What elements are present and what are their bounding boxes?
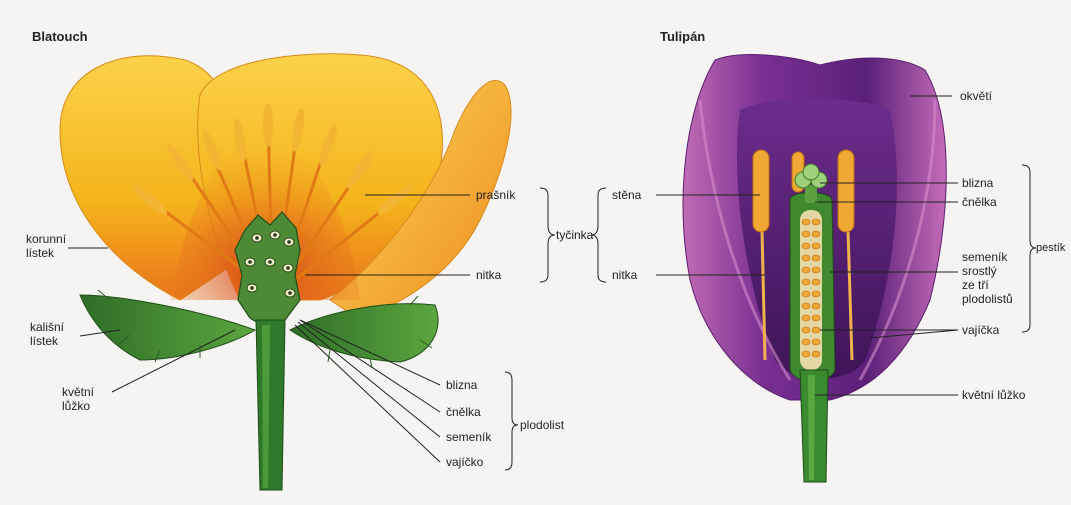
label-semenik-left: semeník (446, 430, 491, 444)
label-pestik: pestík (1036, 242, 1065, 255)
label-okveti: okvětí (960, 89, 992, 103)
label-cnelka-right: čnělka (962, 195, 997, 209)
label-plodolist: plodolist (520, 418, 564, 432)
tulipan-flower (683, 55, 946, 482)
label-blizna-right: blizna (962, 176, 993, 190)
label-nitka-right: nitka (612, 268, 637, 282)
title-tulipan: Tulipán (660, 30, 705, 44)
label-blizna-left: blizna (446, 378, 477, 392)
label-vajicko: vajíčko (446, 455, 483, 469)
sepal-right (290, 304, 438, 362)
label-kvetni-luzko-right: květní lůžko (962, 388, 1025, 402)
blatouch-flower (60, 54, 511, 490)
label-kvetni-luzko-left: květní lůžko (62, 385, 94, 413)
label-korunni-listek: korunní lístek (26, 232, 66, 260)
label-cnelka-left: čnělka (446, 405, 481, 419)
label-vajicka: vajíčka (962, 323, 999, 337)
label-prasnik: prašník (476, 188, 515, 202)
sepal-left (80, 295, 255, 360)
label-tycinka: tyčinka (556, 228, 593, 242)
label-kalisni-listek: kališní lístek (30, 320, 64, 348)
label-semenik-right: semeník srostlý ze tří plodolistů (962, 250, 1013, 306)
stem-left (256, 320, 285, 490)
title-blatouch: Blatouch (32, 30, 88, 44)
label-stena: stěna (612, 188, 641, 202)
label-nitka-left: nitka (476, 268, 501, 282)
